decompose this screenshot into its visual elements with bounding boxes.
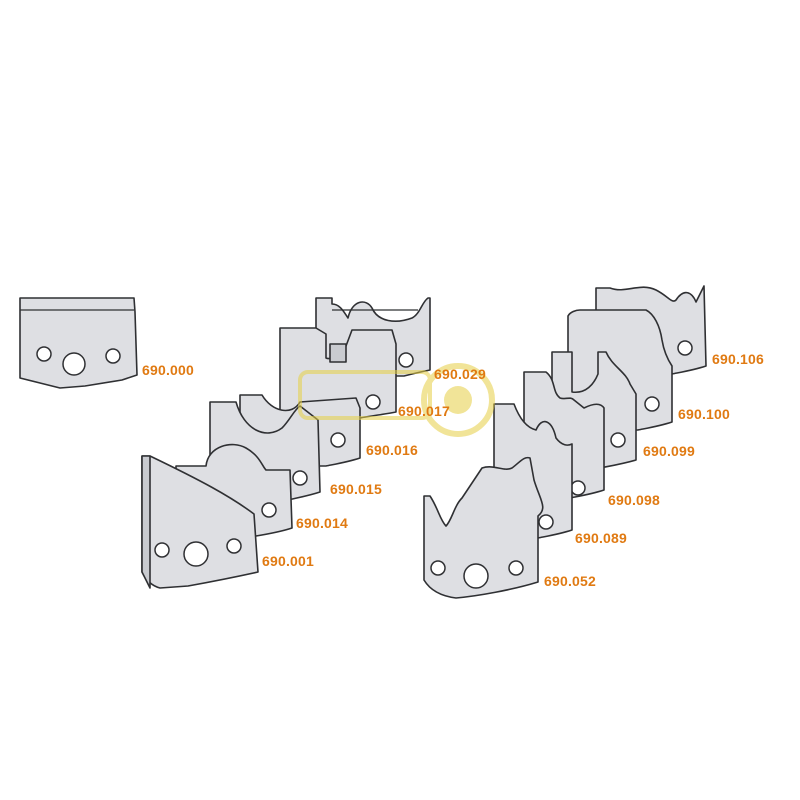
label-690099: 690.099	[643, 443, 696, 459]
label-690106: 690.106	[712, 351, 765, 367]
label-690100: 690.100	[678, 406, 731, 422]
label-690001: 690.001	[262, 553, 315, 569]
knife-690001	[141, 455, 259, 589]
label-690014: 690.014	[296, 515, 349, 531]
label-690016: 690.016	[366, 442, 419, 458]
label-690015: 690.015	[330, 481, 383, 497]
label-690098: 690.098	[608, 492, 661, 508]
watermark-logo	[298, 363, 495, 437]
label-690052: 690.052	[544, 573, 597, 589]
label-690000: 690.000	[142, 362, 195, 378]
label-690017: 690.017	[398, 403, 451, 419]
label-690029: 690.029	[434, 366, 487, 382]
knife-690052	[423, 456, 544, 599]
knife-690000	[19, 297, 138, 389]
label-690089: 690.089	[575, 530, 628, 546]
